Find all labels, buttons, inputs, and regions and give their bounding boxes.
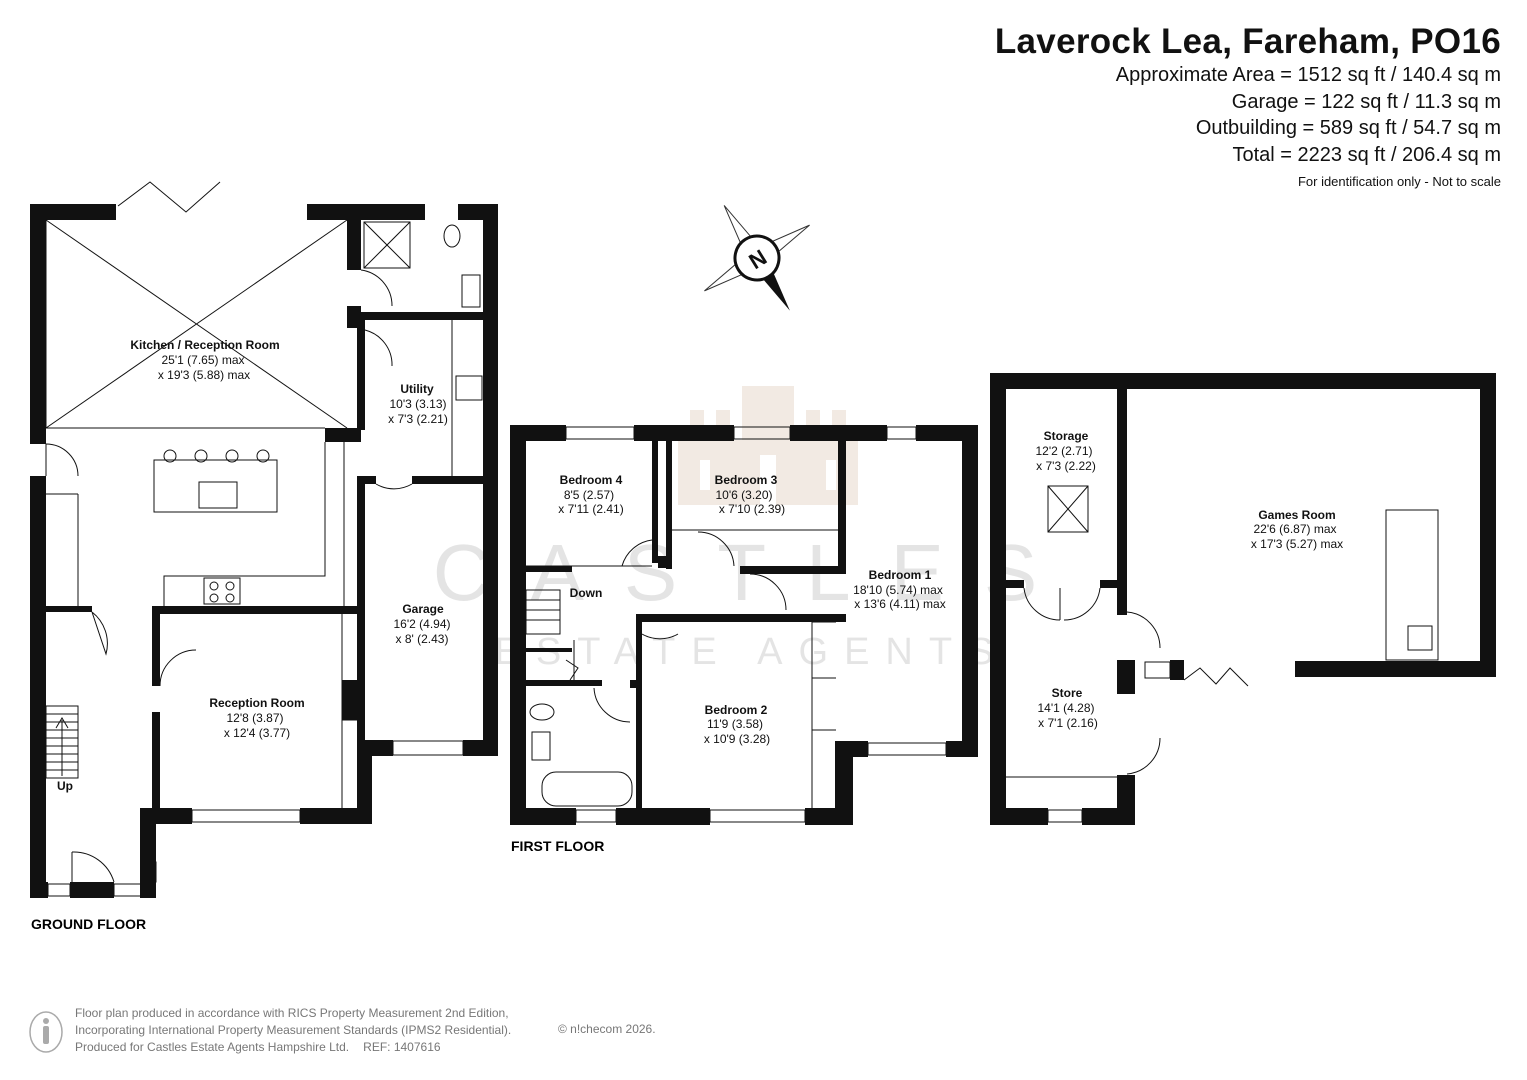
bedroom2-dim1: 11'9 (3.58)	[707, 717, 763, 731]
games-name: Games Room	[1258, 508, 1335, 522]
footer-line3: Produced for Castles Estate Agents Hamps…	[75, 1040, 350, 1054]
total-area: Total = 2223 sq ft / 206.4 sq m	[1232, 143, 1502, 166]
bedroom1-dim1: 18'10 (5.74) max	[853, 583, 943, 597]
footer-line1: Floor plan produced in accordance with R…	[75, 1006, 509, 1020]
bedroom1-name: Bedroom 1	[869, 568, 932, 582]
bedroom1-dim2: x 13'6 (4.11) max	[854, 597, 945, 611]
storage-dim1: 12'2 (2.71)	[1036, 444, 1093, 458]
header: Laverock Lea, Fareham, PO16 Approximate …	[995, 22, 1501, 189]
ground-floor-label: GROUND FLOOR	[31, 916, 146, 932]
footer-line2: Incorporating International Property Mea…	[75, 1023, 512, 1037]
watermark-line2: ESTATE AGENTS	[495, 631, 1010, 673]
disclaimer: For identification only - Not to scale	[1297, 174, 1501, 189]
watermark-logo	[678, 386, 858, 505]
garage-name: Garage	[402, 602, 444, 616]
first-floor-walls	[510, 425, 978, 825]
store-dim1: 14'1 (4.28)	[1038, 701, 1095, 715]
compass-icon	[704, 205, 810, 311]
bedroom3-dim2: x 7'10 (2.39)	[719, 502, 785, 516]
bedroom3-name: Bedroom 3	[715, 473, 778, 487]
outbuilding-fixtures	[1006, 485, 1439, 823]
property-title: Laverock Lea, Fareham, PO16	[994, 22, 1501, 61]
bedroom2-name: Bedroom 2	[705, 703, 768, 717]
bedroom2-dim2: x 10'9 (3.28)	[704, 732, 770, 746]
storage-name: Storage	[1044, 429, 1089, 443]
bedroom4-dim1: 8'5 (2.57)	[564, 488, 614, 502]
store-name: Store	[1052, 686, 1083, 700]
bedroom3-dim1: 10'6 (3.20)	[716, 488, 773, 502]
copyright: © n!checom 2026.	[558, 1022, 656, 1036]
ground-floor-walls	[30, 204, 498, 898]
bedroom4-name: Bedroom 4	[560, 473, 623, 487]
garage-area: Garage = 122 sq ft / 11.3 sq m	[1231, 90, 1501, 113]
kitchen-dim1: 25'1 (7.65) max	[162, 353, 245, 367]
kitchen-fixtures	[45, 181, 483, 897]
stairs-up-label: Up	[57, 779, 73, 793]
utility-name: Utility	[400, 382, 434, 396]
storage-dim2: x 7'3 (2.22)	[1036, 459, 1096, 473]
kitchen-name: Kitchen / Reception Room	[130, 338, 279, 352]
person-icon	[29, 1011, 63, 1053]
utility-dim1: 10'3 (3.13)	[390, 397, 447, 411]
garage-dim1: 16'2 (4.94)	[394, 617, 451, 631]
bedroom4-dim2: x 7'11 (2.41)	[558, 502, 623, 516]
stairs-down-label: Down	[570, 586, 603, 600]
outbuilding-walls	[990, 373, 1496, 825]
watermark-line1: CASTLES	[433, 528, 1078, 617]
first-floor-label: FIRST FLOOR	[511, 838, 604, 854]
store-dim2: x 7'1 (2.16)	[1038, 716, 1098, 730]
games-dim1: 22'6 (6.87) max	[1254, 522, 1337, 536]
first-floor-fixtures	[511, 426, 947, 823]
footer-ref: REF: 1407616	[363, 1040, 441, 1054]
utility-dim2: x 7'3 (2.21)	[388, 412, 448, 426]
footer: Floor plan produced in accordance with R…	[75, 1005, 511, 1056]
approximate-area: Approximate Area = 1512 sq ft / 140.4 sq…	[1115, 64, 1501, 86]
kitchen-dim2: x 19'3 (5.88) max	[158, 368, 250, 382]
games-dim2: x 17'3 (5.27) max	[1251, 537, 1343, 551]
reception-name: Reception Room	[209, 696, 304, 710]
outbuilding-area: Outbuilding = 589 sq ft / 54.7 sq m	[1195, 117, 1501, 139]
garage-dim2: x 8' (2.43)	[396, 632, 449, 646]
reception-dim1: 12'8 (3.87)	[227, 711, 284, 725]
reception-dim2: x 12'4 (3.77)	[224, 726, 290, 740]
